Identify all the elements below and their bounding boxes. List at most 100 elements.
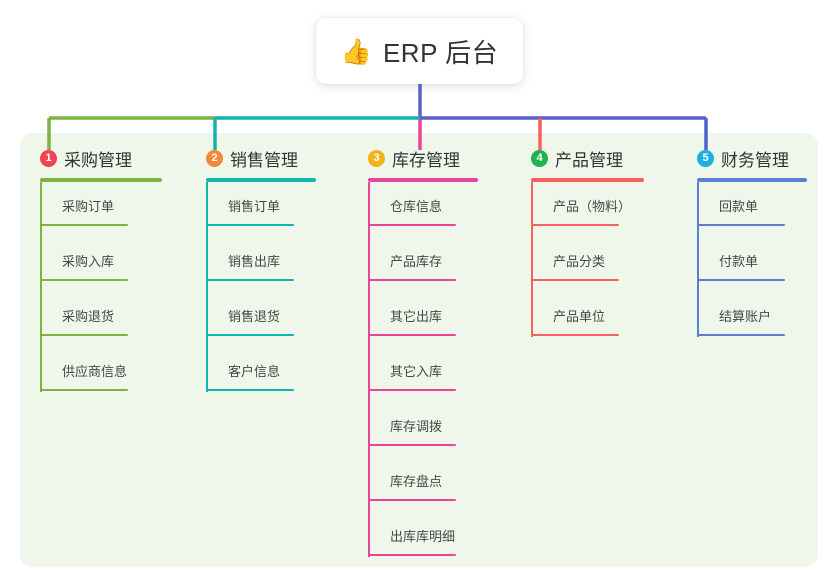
leaf-item-underline xyxy=(368,279,456,281)
leaf-item[interactable]: 采购入库 xyxy=(40,237,162,292)
leaf-item[interactable]: 销售退货 xyxy=(206,292,316,347)
leaf-item-label: 采购退货 xyxy=(62,309,115,324)
leaf-item-label: 销售出库 xyxy=(228,254,281,269)
leaf-item-underline xyxy=(40,334,128,336)
leaf-item-label: 仓库信息 xyxy=(390,199,443,214)
leaf-item-underline xyxy=(697,334,785,336)
leaf-item[interactable]: 其它出库 xyxy=(368,292,478,347)
leaf-item-underline xyxy=(368,389,456,391)
branch-title: 销售管理 xyxy=(230,150,298,170)
leaf-item-label: 其它出库 xyxy=(390,309,443,324)
branch-title: 库存管理 xyxy=(392,150,460,170)
branch-item-list: 销售订单销售出库销售退货客户信息 xyxy=(206,182,316,402)
leaf-item-underline xyxy=(368,499,456,501)
branch-underline xyxy=(697,178,807,182)
branch-item-list: 采购订单采购入库采购退货供应商信息 xyxy=(40,182,162,402)
branch-spine xyxy=(531,182,533,337)
leaf-item[interactable]: 其它入库 xyxy=(368,347,478,402)
branch-number-badge: 5 xyxy=(697,149,714,167)
leaf-item[interactable]: 库存盘点 xyxy=(368,457,478,512)
leaf-item[interactable]: 销售订单 xyxy=(206,182,316,237)
root-title-content: 👍 ERP 后台 xyxy=(341,33,498,70)
branch-spine xyxy=(206,182,208,392)
branch-underline xyxy=(206,178,316,182)
leaf-item-label: 产品单位 xyxy=(553,309,606,324)
leaf-item-underline xyxy=(40,279,128,281)
leaf-item-label: 产品分类 xyxy=(553,254,606,269)
leaf-item-label: 销售订单 xyxy=(228,199,281,214)
branch-column-3: 3 库存管理仓库信息产品库存其它出库其它入库库存调拨库存盘点出库库明细 xyxy=(368,145,478,567)
leaf-item[interactable]: 供应商信息 xyxy=(40,347,162,402)
leaf-item[interactable]: 采购订单 xyxy=(40,182,162,237)
leaf-item-label: 采购订单 xyxy=(62,199,115,214)
leaf-item[interactable]: 产品（物料） xyxy=(531,182,644,237)
leaf-item-underline xyxy=(206,334,294,336)
leaf-item-underline xyxy=(531,334,619,336)
leaf-item-label: 产品库存 xyxy=(390,254,443,269)
leaf-item-label: 付款单 xyxy=(719,254,759,269)
leaf-item-label: 采购入库 xyxy=(62,254,115,269)
leaf-item-underline xyxy=(368,224,456,226)
branch-header-1[interactable]: 1 采购管理 xyxy=(40,145,162,171)
leaf-item-underline xyxy=(368,334,456,336)
branch-column-2: 2 销售管理销售订单销售出库销售退货客户信息 xyxy=(206,145,316,402)
leaf-item-label: 销售退货 xyxy=(228,309,281,324)
root-title-card[interactable]: 👍 ERP 后台 xyxy=(316,18,523,84)
branch-column-1: 1 采购管理采购订单采购入库采购退货供应商信息 xyxy=(40,145,162,402)
leaf-item[interactable]: 销售出库 xyxy=(206,237,316,292)
leaf-item-label: 库存调拨 xyxy=(390,419,443,434)
leaf-item-underline xyxy=(206,224,294,226)
leaf-item-label: 其它入库 xyxy=(390,364,443,379)
branch-number-badge: 3 xyxy=(368,149,385,167)
branch-number-badge: 2 xyxy=(206,149,223,167)
branch-title: 产品管理 xyxy=(555,150,623,170)
leaf-item-label: 回款单 xyxy=(719,199,759,214)
branch-item-list: 回款单付款单结算账户 xyxy=(697,182,807,347)
leaf-item[interactable]: 产品单位 xyxy=(531,292,644,347)
diagram-panel xyxy=(20,133,818,567)
page-title: ERP 后台 xyxy=(382,37,499,68)
leaf-item[interactable]: 产品分类 xyxy=(531,237,644,292)
branch-underline xyxy=(40,178,162,182)
branch-number-badge: 4 xyxy=(531,149,548,167)
leaf-item[interactable]: 出库库明细 xyxy=(368,512,478,567)
thumbs-up-icon: 👍 xyxy=(340,36,372,66)
leaf-item[interactable]: 仓库信息 xyxy=(368,182,478,237)
leaf-item-label: 出库库明细 xyxy=(390,529,456,544)
branch-title: 采购管理 xyxy=(64,150,132,170)
branch-number-badge: 1 xyxy=(40,149,57,167)
branch-column-5: 5 财务管理回款单付款单结算账户 xyxy=(697,145,807,347)
branch-title: 财务管理 xyxy=(721,150,789,170)
branch-header-4[interactable]: 4 产品管理 xyxy=(531,145,644,171)
leaf-item-underline xyxy=(206,279,294,281)
branch-spine xyxy=(40,182,42,392)
branch-underline xyxy=(368,178,478,182)
branch-spine xyxy=(368,182,370,557)
leaf-item-underline xyxy=(697,279,785,281)
branch-column-4: 4 产品管理产品（物料） 产品分类产品单位 xyxy=(531,145,644,347)
branch-spine xyxy=(697,182,699,337)
branch-header-5[interactable]: 5 财务管理 xyxy=(697,145,807,171)
leaf-item[interactable]: 客户信息 xyxy=(206,347,316,402)
leaf-item[interactable]: 采购退货 xyxy=(40,292,162,347)
leaf-item[interactable]: 付款单 xyxy=(697,237,807,292)
leaf-item[interactable]: 回款单 xyxy=(697,182,807,237)
leaf-item[interactable]: 结算账户 xyxy=(697,292,807,347)
leaf-item-underline xyxy=(368,554,456,556)
leaf-item[interactable]: 库存调拨 xyxy=(368,402,478,457)
branch-header-2[interactable]: 2 销售管理 xyxy=(206,145,316,171)
branch-header-3[interactable]: 3 库存管理 xyxy=(368,145,478,171)
leaf-item-underline xyxy=(531,279,619,281)
leaf-item-underline xyxy=(697,224,785,226)
leaf-item[interactable]: 产品库存 xyxy=(368,237,478,292)
leaf-item-label: 产品（物料） xyxy=(553,199,632,214)
branch-item-list: 产品（物料） 产品分类产品单位 xyxy=(531,182,644,347)
leaf-item-underline xyxy=(40,389,128,391)
branch-underline xyxy=(531,178,644,182)
leaf-item-underline xyxy=(531,224,619,226)
leaf-item-underline xyxy=(40,224,128,226)
leaf-item-label: 库存盘点 xyxy=(390,474,443,489)
leaf-item-label: 结算账户 xyxy=(719,309,772,324)
leaf-item-label: 供应商信息 xyxy=(62,364,128,379)
